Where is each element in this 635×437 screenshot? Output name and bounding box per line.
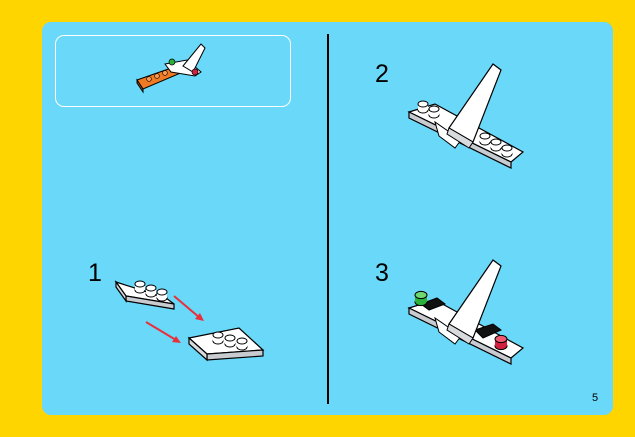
step-number: 1 [88, 259, 102, 287]
completed-model-box [55, 35, 291, 107]
step-number: 2 [375, 60, 389, 88]
page-number: 5 [592, 392, 599, 404]
assembly-arrow-icon [145, 295, 204, 343]
step-number: 3 [375, 259, 389, 287]
wing-plate-icon [187, 327, 265, 362]
tail-fin-icon [407, 63, 525, 169]
wing-plate-icon [114, 280, 175, 310]
completed-model-icon [136, 43, 206, 94]
completed-model-icon [407, 259, 525, 365]
page-divider [327, 34, 329, 404]
